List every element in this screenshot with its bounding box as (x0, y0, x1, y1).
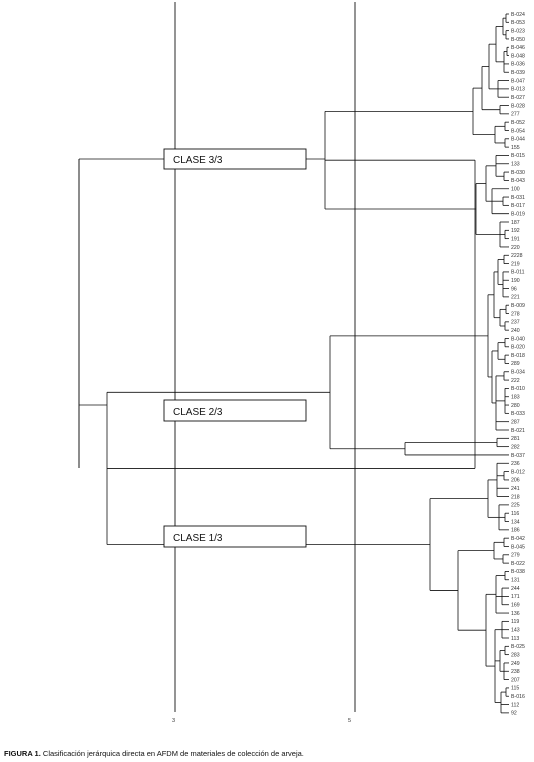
leaf-label: B-028 (511, 103, 525, 109)
leaf-label: 220 (511, 245, 520, 251)
caption-text: Clasificación jerárquica directa en AFDM… (42, 749, 304, 758)
leaf-label: B-025 (511, 644, 525, 650)
leaf-label: B-017 (511, 203, 525, 209)
leaf-label: 186 (511, 528, 520, 534)
leaf-label: 287 (511, 419, 520, 425)
leaf-label: B-052 (511, 120, 525, 126)
leaf-label: 112 (511, 702, 519, 708)
leaf-label: 155 (511, 145, 520, 151)
leaf-label: 236 (511, 461, 520, 467)
leaf-label: 131 (511, 578, 520, 584)
leaf-label: 187 (511, 220, 520, 226)
leaf-label: B-015 (511, 153, 525, 159)
leaf-label: B-011 (511, 270, 525, 276)
leaf-label: B-040 (511, 336, 525, 342)
leaf-label: 207 (511, 677, 520, 683)
leaf-label: 278 (511, 311, 520, 317)
caption-label: FIGURA 1. (4, 749, 41, 758)
leaf-label: 225 (511, 503, 520, 509)
leaf-label: B-024 (511, 12, 525, 18)
leaf-label: 244 (511, 586, 520, 592)
leaf-label: 277 (511, 112, 520, 118)
leaf-label: B-018 (511, 353, 525, 359)
leaf-label: B-050 (511, 37, 525, 43)
leaf-label: 119 (511, 619, 519, 625)
leaf-label: B-046 (511, 45, 525, 51)
leaf-label: B-054 (511, 128, 525, 134)
leaf-label: 280 (511, 403, 520, 409)
dendrogram: B-024B-053B-023B-050B-046B-048B-036B-039… (78, 2, 525, 724)
leaf-label: 169 (511, 603, 520, 609)
leaf-label: 218 (511, 494, 520, 500)
leaf-label: B-020 (511, 345, 525, 351)
leaf-label: 219 (511, 261, 520, 267)
leaf-label: B-044 (511, 137, 525, 143)
leaf-label: B-042 (511, 536, 525, 542)
leaf-label: B-037 (511, 453, 525, 459)
leaf-label: 192 (511, 228, 520, 234)
leaf-label: B-047 (511, 78, 525, 84)
leaf-label: 134 (511, 519, 520, 525)
class-1-label: CLASE 1/3 (173, 533, 223, 544)
leaf-label: B-010 (511, 386, 525, 392)
leaf-label: 238 (511, 669, 520, 675)
leaf-label: B-045 (511, 544, 525, 550)
leaf-label: 116 (511, 511, 519, 517)
class-3-box: CLASE 3/3 (163, 148, 307, 170)
leaf-labels: B-024B-053B-023B-050B-046B-048B-036B-039… (511, 12, 525, 717)
leaf-label: 96 (511, 286, 517, 292)
leaf-label: B-030 (511, 170, 525, 176)
class-2-label: CLASE 2/3 (173, 407, 223, 418)
leaf-label: 240 (511, 328, 520, 334)
leaf-label: B-022 (511, 561, 525, 567)
leaf-label: 2228 (511, 253, 523, 259)
leaf-label: 183 (511, 395, 520, 401)
leaf-label: 221 (511, 295, 520, 301)
leaf-label: 241 (511, 486, 520, 492)
class-3-label: CLASE 3/3 (173, 155, 223, 166)
leaf-label: 206 (511, 478, 520, 484)
leaf-label: B-034 (511, 370, 525, 376)
reference-label-5: 5 (348, 718, 351, 724)
leaf-label: 115 (511, 686, 519, 692)
leaf-label: 171 (511, 594, 520, 600)
leaf-label: 283 (511, 652, 520, 658)
leaf-label: 282 (511, 444, 520, 450)
class-2-box: CLASE 2/3 (163, 399, 307, 422)
class-1-box: CLASE 1/3 (163, 525, 307, 548)
leaf-label: B-023 (511, 28, 525, 34)
leaf-label: B-013 (511, 87, 525, 93)
leaf-label: 281 (511, 436, 520, 442)
leaf-label: 190 (511, 278, 520, 284)
leaf-label: B-036 (511, 62, 525, 68)
leaf-label: B-012 (511, 469, 525, 475)
leaf-label: B-019 (511, 211, 525, 217)
leaf-label: 249 (511, 661, 520, 667)
leaf-label: B-043 (511, 178, 525, 184)
leaf-label: 136 (511, 611, 520, 617)
reference-label-3: 3 (172, 718, 175, 724)
leaf-label: 133 (511, 162, 520, 168)
leaf-label: B-038 (511, 569, 525, 575)
leaf-label: B-016 (511, 694, 525, 700)
figure-caption: FIGURA 1. Clasificación jerárquica direc… (4, 749, 304, 758)
leaf-label: 191 (511, 236, 520, 242)
leaf-label: 92 (511, 711, 517, 717)
leaf-label: 143 (511, 627, 520, 633)
leaf-label: 237 (511, 320, 520, 326)
leaf-label: 222 (511, 378, 520, 384)
leaf-label: 289 (511, 361, 520, 367)
leaf-label: B-048 (511, 53, 525, 59)
leaf-label: 279 (511, 553, 520, 559)
leaf-label: B-031 (511, 195, 525, 201)
leaf-label: 113 (511, 636, 519, 642)
leaf-label: 100 (511, 187, 520, 193)
leaf-label: B-009 (511, 303, 525, 309)
leaf-label: B-039 (511, 70, 525, 76)
leaf-label: B-053 (511, 20, 525, 26)
leaf-label: B-021 (511, 428, 525, 434)
dendrogram-branches (78, 13, 509, 714)
leaf-label: B-033 (511, 411, 525, 417)
leaf-label: B-027 (511, 95, 525, 101)
